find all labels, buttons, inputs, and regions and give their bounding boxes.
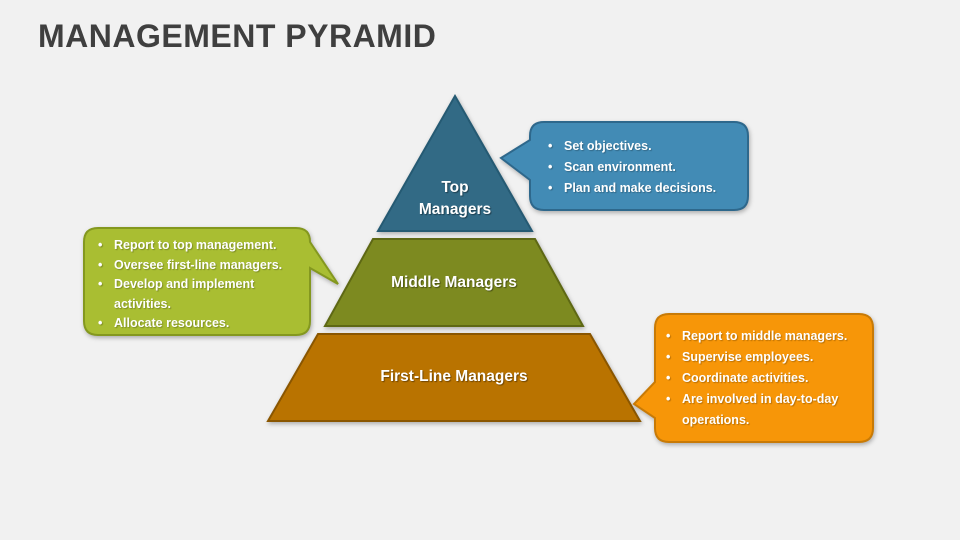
pyramid-tier-middle-shape — [323, 238, 585, 327]
bullet-icon — [548, 136, 564, 157]
callout-top-managers-list: Set objectives. Scan environment. Plan a… — [548, 136, 730, 199]
bullet-item: Allocate resources. — [98, 314, 302, 334]
slide-title: MANAGEMENT PYRAMID — [38, 18, 437, 54]
bullet-item: Set objectives. — [548, 136, 730, 157]
bullet-item: Report to top management. — [98, 236, 302, 256]
bullet-icon — [548, 157, 564, 178]
bullet-icon — [666, 326, 682, 347]
bullet-icon — [666, 347, 682, 368]
pyramid-tier-top-shape — [376, 93, 534, 232]
bullet-item: Plan and make decisions. — [548, 178, 730, 199]
bullet-item: Oversee first-line managers. — [98, 256, 302, 276]
bullet-item: Supervise employees. — [666, 347, 860, 368]
bullet-item: Coordinate activities. — [666, 368, 860, 389]
bullet-icon — [666, 368, 682, 389]
bullet-item: Are involved in day-to-day operations. — [666, 389, 860, 431]
bullet-icon — [98, 236, 114, 256]
callout-middle-managers-list: Report to top management. Oversee first-… — [98, 236, 302, 334]
bullet-item: Develop and implement activities. — [98, 275, 302, 314]
callout-first-line-managers-shape — [632, 313, 874, 443]
pyramid-tier-bottom-shape — [266, 333, 642, 422]
pyramid-tier-middle-label: Middle Managers — [391, 274, 517, 291]
bullet-icon — [98, 256, 114, 276]
bullet-item: Scan environment. — [548, 157, 730, 178]
pyramid-tier-bottom-label: First-Line Managers — [380, 368, 528, 385]
callout-middle-managers-shape — [83, 227, 339, 336]
callout-first-line-managers-list: Report to middle managers. Supervise emp… — [666, 326, 860, 431]
bullet-icon — [666, 389, 682, 431]
bullet-icon — [98, 314, 114, 334]
pyramid-tier-top-label: Top Managers — [418, 179, 492, 218]
bullet-item: Report to middle managers. — [666, 326, 860, 347]
bullet-icon — [548, 178, 564, 199]
bullet-icon — [98, 275, 114, 314]
